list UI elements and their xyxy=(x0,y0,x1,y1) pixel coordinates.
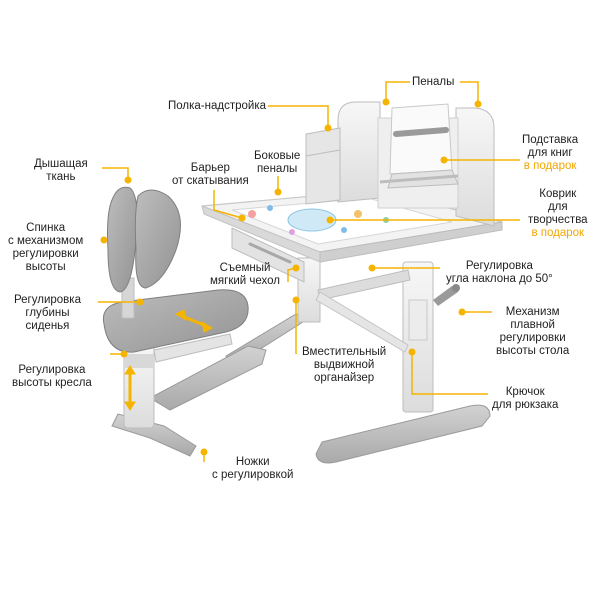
label-organizer-line2: выдвижной xyxy=(313,359,375,371)
leader-shelf xyxy=(268,105,329,126)
label-penals: Пеналы xyxy=(412,76,454,89)
desk xyxy=(201,101,503,464)
label-book-stand-line1: Подставка xyxy=(522,134,579,146)
label-depth-line3: сиденья xyxy=(25,320,70,332)
label-depth: Регулировка глубины сиденья xyxy=(14,294,81,333)
label-mechanism-line1: Механизм xyxy=(505,306,560,318)
label-barrier-line1: Барьер xyxy=(190,162,230,174)
label-depth-line1: Регулировка xyxy=(14,294,81,306)
book-stand xyxy=(389,103,453,175)
label-tilt: Регулировка угла наклона до 50° xyxy=(446,260,553,286)
desk-shelf-left-tower xyxy=(337,101,381,203)
label-mechanism-line4: высоты стола xyxy=(496,345,570,357)
label-barrier-line2: от скатывания xyxy=(172,175,249,187)
label-side-cases: Боковые пеналы xyxy=(254,150,300,176)
callout-dots xyxy=(100,98,482,456)
label-cover: Съемный мягкий чехол xyxy=(210,262,280,288)
label-barrier: Барьер от скатывания xyxy=(172,162,249,188)
label-breathable-line1: Дышащая xyxy=(34,158,88,170)
label-hook: Крючок для рюкзака xyxy=(492,386,558,412)
desk-foot-right xyxy=(315,404,491,464)
label-shelf-text: Полка-надстройка xyxy=(168,100,266,112)
label-organizer-line3: органайзер xyxy=(313,372,375,384)
label-chair-height-line2: высоты кресла xyxy=(12,377,92,389)
label-depth-line2: глубины xyxy=(25,307,70,319)
label-shelf: Полка-надстройка xyxy=(168,100,266,113)
label-book-stand: Подставка для книг в подарок xyxy=(522,134,578,173)
chair-backrest-left xyxy=(107,186,138,293)
label-hook-line2: для рюкзака xyxy=(492,399,559,411)
chair-backrest-right xyxy=(134,189,181,289)
label-organizer-line1: Вместительный xyxy=(302,346,387,358)
label-mechanism-line2: плавной xyxy=(510,319,555,331)
label-mat-line2: для xyxy=(547,201,568,213)
label-back-line1: Спинка xyxy=(26,222,66,234)
leader-lines xyxy=(98,81,520,462)
label-book-stand-gift: в подарок xyxy=(523,160,577,172)
label-cover-line2: мягкий чехол xyxy=(210,275,281,287)
label-mat: Коврик для творчества в подарок xyxy=(528,188,588,240)
label-breathable: Дышащая ткань xyxy=(34,158,88,184)
desk-shelf-right-tower xyxy=(455,107,495,227)
label-mechanism-line3: регулировки xyxy=(499,332,566,344)
label-back: Спинка с механизмом регулировки высоты xyxy=(8,222,83,274)
leader-penals xyxy=(385,81,479,102)
leader-barrier xyxy=(213,190,243,219)
label-back-line2: с механизмом xyxy=(8,235,84,247)
label-tilt-line1: Регулировка xyxy=(465,260,533,272)
leader-breathable xyxy=(102,167,129,178)
label-breathable-line2: ткань xyxy=(46,171,76,183)
desk-drawer xyxy=(231,227,305,283)
label-tilt-line2: угла наклона до 50° xyxy=(446,273,553,285)
label-organizer: Вместительный выдвижной органайзер xyxy=(302,346,386,385)
label-back-line4: высоты xyxy=(25,261,66,273)
label-back-line3: регулировки xyxy=(12,248,79,260)
label-legs: Ножки с регулировкой xyxy=(212,456,293,482)
label-side-cases-line1: Боковые xyxy=(254,150,301,162)
label-book-stand-line2: для книг xyxy=(527,147,573,159)
label-hook-line1: Крючок xyxy=(505,386,545,398)
label-mat-line3: творчества xyxy=(528,214,588,226)
label-legs-line1: Ножки xyxy=(235,456,270,468)
label-cover-line1: Съемный xyxy=(219,262,271,274)
label-chair-height: Регулировка высоты кресла xyxy=(12,364,92,390)
label-chair-height-line1: Регулировка xyxy=(18,364,86,376)
label-mat-gift: в подарок xyxy=(531,227,585,239)
chair xyxy=(102,186,267,457)
label-legs-line2: с регулировкой xyxy=(212,469,294,481)
label-penals-text: Пеналы xyxy=(412,76,455,88)
label-side-cases-line2: пеналы xyxy=(256,163,298,175)
label-mechanism: Механизм плавной регулировки высоты стол… xyxy=(496,306,569,358)
adjust-arrows xyxy=(124,309,214,411)
label-mat-line1: Коврик xyxy=(539,188,577,200)
leader-hook xyxy=(411,352,488,395)
